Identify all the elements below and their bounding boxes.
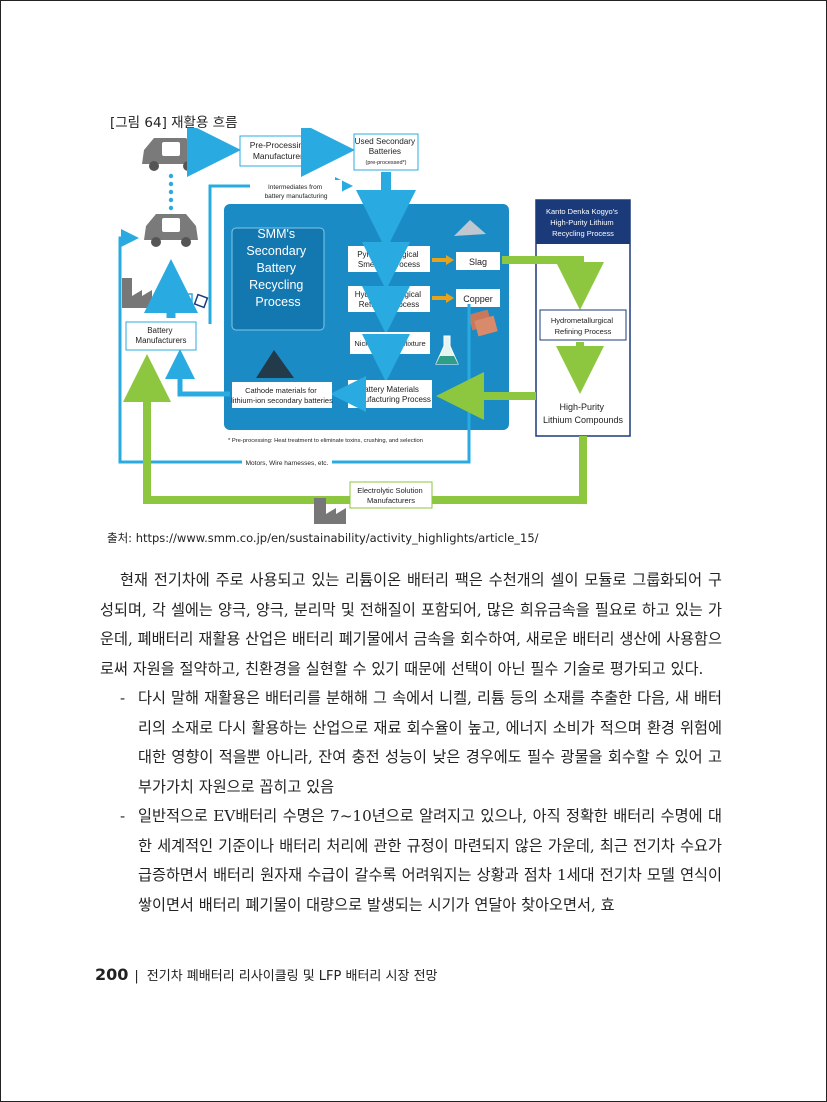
footer-separator: | [134, 969, 139, 984]
motors-label: Motors, Wire harnesses, etc. [246, 460, 329, 467]
electrolytic-label: Electrolytic Solution Manufacturers [357, 486, 425, 505]
page-footer: 200 | 전기차 폐배터리 리사이클링 및 LFP 배터리 시장 전망 [95, 965, 437, 984]
cathode-label: Cathode materials for lithium-ion second… [231, 386, 333, 405]
dotted-connector [168, 173, 174, 211]
kanto-hydro-label: Hydrometallurgical Refining Process [551, 316, 615, 336]
nico-label: Nickel-Cobalt Mixture [354, 339, 425, 348]
body-paragraph: 현재 전기차에 주로 사용되고 있는 리튬이온 배터리 팩은 수천개의 셀이 모… [100, 571, 722, 678]
used-batteries-label: Used Secondary Batteries (pre-processed*… [355, 137, 418, 166]
flask-icon [435, 335, 459, 365]
bullet-item: -일반적으로 EV배터리 수명은 7~10년으로 알려지고 있으나, 아직 정확… [120, 807, 722, 914]
factory-icon-bottom [314, 498, 346, 524]
footnote-label: * Pre-processing: Heat treatment to elim… [228, 438, 423, 444]
ev-car-middle-icon [144, 214, 198, 247]
page-number: 200 [95, 965, 129, 984]
lithium-label: Lithium [565, 274, 594, 284]
slag-label: Slag [469, 257, 487, 267]
cathode-powder-icon [256, 350, 294, 378]
battery-materials-label: Battery Materials Manufacturing Process [349, 385, 431, 404]
kanto-header: Kanto Denka Kogyo's High-Purity Lithium … [546, 207, 620, 238]
ev-car-top-icon [142, 138, 200, 171]
intermediates-label: Intermediates from battery manufacturing [265, 184, 328, 200]
body-text: 현재 전기차에 주로 사용되고 있는 리튬이온 배터리 팩은 수천개의 셀이 모… [100, 566, 722, 920]
figure-caption: [그림 64] 재활용 흐름 [110, 115, 238, 131]
pyro-label: Pyrometallurgical Smelting Process [357, 250, 421, 269]
running-title: 전기차 폐배터리 리사이클링 및 LFP 배터리 시장 전망 [146, 969, 438, 984]
smm-title: SMM's Secondary Battery Recycling Proces… [246, 227, 309, 309]
high-purity-label: High-Purity Lithium Compounds [543, 402, 624, 425]
bullet-item: -다시 말해 재활용은 배터리를 분해해 그 속에서 니켈, 리튬 등의 소재를… [120, 689, 722, 796]
hydro-label: Hydrometallurgical Refining Process [355, 290, 423, 309]
copper-plates-icon [468, 309, 498, 337]
recycling-flow-diagram: SMM's Secondary Battery Recycling Proces… [118, 128, 631, 524]
copper-label: Copper [463, 294, 493, 304]
battery-manufacturers-label: Battery Manufacturers [135, 326, 186, 345]
preprocessing-label: Pre-Processing Manufacturers [250, 140, 310, 161]
slag-pile-icon [454, 220, 486, 236]
figure-source: 출처: https://www.smm.co.jp/en/sustainabil… [107, 531, 539, 545]
factory-icon-top [122, 278, 152, 308]
